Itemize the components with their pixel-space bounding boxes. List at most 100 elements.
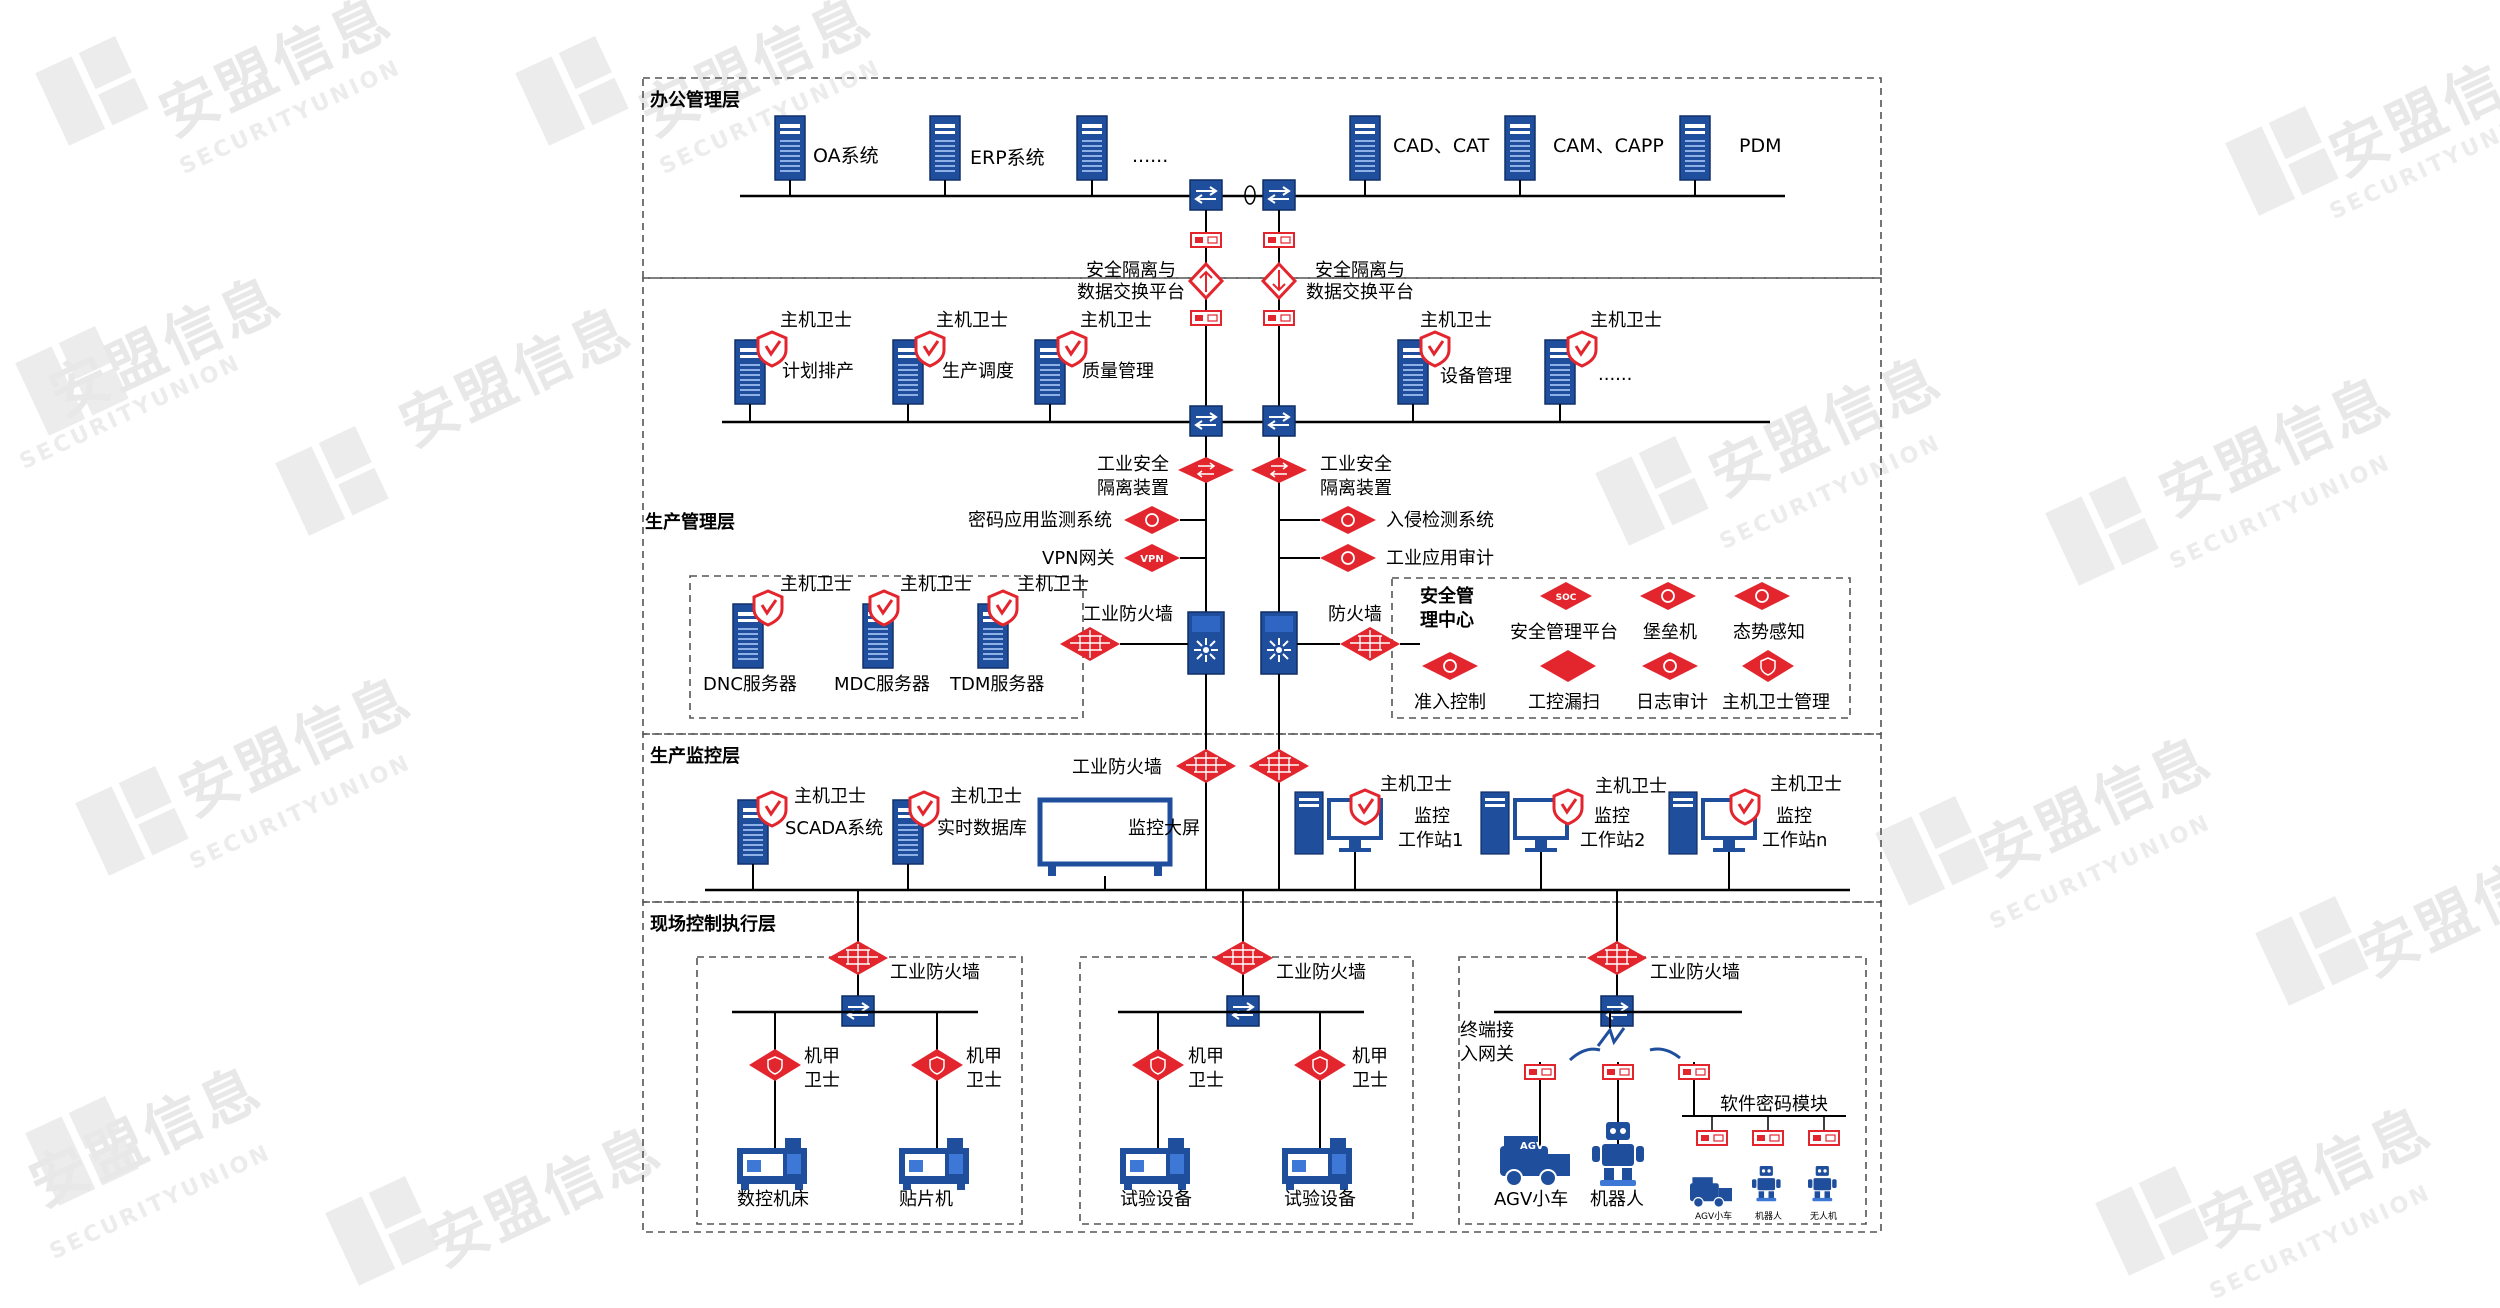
host-guard-shield-icon xyxy=(756,790,788,828)
agv-icon: AGV xyxy=(1499,1135,1571,1187)
smt-machine-icon xyxy=(899,1138,969,1190)
host-guard-label: 主机卫士 xyxy=(950,786,1022,807)
dnc-label: DNC服务器 xyxy=(703,674,797,695)
armor-guard-icon xyxy=(1131,1048,1185,1082)
wireless-signal-icon xyxy=(1568,1026,1681,1062)
situation-icon xyxy=(1733,581,1791,611)
prod-more-label: ...... xyxy=(1598,364,1632,385)
drone-small-icon xyxy=(1808,1166,1837,1202)
layer-title-production-mgmt: 生产管理层 xyxy=(645,511,735,533)
wsn-label: 工作站n xyxy=(1762,830,1827,851)
host-guard-label: 主机卫士 xyxy=(780,574,852,595)
tdm-label: TDM服务器 xyxy=(949,674,1044,695)
field-firewall-1-icon xyxy=(827,940,889,976)
armor-label-1: 机甲 xyxy=(804,1046,840,1067)
isolation-left-label-2: 隔离装置 xyxy=(1097,478,1169,499)
office-switch-right-icon xyxy=(1262,179,1296,211)
gap-module-icon xyxy=(1263,310,1295,326)
smt-label: 贴片机 xyxy=(899,1189,953,1210)
terminal-gateway-label-2: 入网关 xyxy=(1460,1044,1514,1065)
wsn-monitor-label: 监控 xyxy=(1776,806,1812,827)
intrusion-label: 入侵检测系统 xyxy=(1386,510,1494,531)
armor-label-2: 卫士 xyxy=(804,1070,840,1091)
test-equipment-1-label: 试验设备 xyxy=(1120,1189,1192,1210)
cnc-machine-icon xyxy=(737,1138,807,1190)
armor-label-2: 卫士 xyxy=(1352,1070,1388,1091)
host-guard-label: 主机卫士 xyxy=(1770,774,1842,795)
armor-label-1: 机甲 xyxy=(1352,1046,1388,1067)
terminal-gateway-label-1: 终端接 xyxy=(1460,1020,1514,1041)
field-cell-3-frame xyxy=(1458,956,1867,1225)
host-guard-label: 主机卫士 xyxy=(1420,310,1492,331)
log-audit-icon xyxy=(1641,651,1699,681)
industrial-firewall-label: 工业防火墙 xyxy=(1083,604,1173,625)
prod-switch-left-icon xyxy=(1189,405,1223,437)
robot-small-label: 机器人 xyxy=(1755,1210,1782,1222)
server-icon xyxy=(1504,115,1536,181)
industrial-audit-label: 工业应用审计 xyxy=(1386,548,1494,569)
host-guard-label: 主机卫士 xyxy=(1595,776,1667,797)
host-guard-label: 主机卫士 xyxy=(780,310,852,331)
gap-left-label-2: 数据交换平台 xyxy=(1077,282,1185,303)
guard-mgmt-icon xyxy=(1741,649,1795,683)
office-switch-left-icon xyxy=(1189,179,1223,211)
server-icon xyxy=(929,115,961,181)
industrial-audit-icon xyxy=(1319,543,1377,573)
guard-mgmt-label: 主机卫士管理 xyxy=(1722,692,1830,713)
access-control-label: 准入控制 xyxy=(1414,692,1486,713)
gap-right-label-2: 数据交换平台 xyxy=(1306,282,1414,303)
production-monitor-layer-frame xyxy=(642,733,1882,903)
host-guard-shield-icon xyxy=(914,330,946,368)
server-icon xyxy=(1679,115,1711,181)
host-guard-shield-icon xyxy=(1419,330,1451,368)
gap-right-label-1: 安全隔离与 xyxy=(1315,260,1405,281)
ws1-monitor-label: 监控 xyxy=(1414,806,1450,827)
bastion-icon xyxy=(1639,581,1697,611)
isolation-device-right-icon xyxy=(1250,456,1308,484)
host-guard-shield-icon xyxy=(752,589,784,627)
host-guard-label: 主机卫士 xyxy=(1017,574,1089,595)
cad-label: CAD、CAT xyxy=(1393,135,1490,157)
erp-system-label: ERP系统 xyxy=(970,147,1045,169)
drone-small-label: 无人机 xyxy=(1810,1210,1837,1222)
soc-frame xyxy=(1391,577,1851,719)
host-guard-shield-icon xyxy=(868,589,900,627)
access-control-icon xyxy=(1421,651,1479,681)
crypto-monitor-label: 密码应用监测系统 xyxy=(968,510,1112,531)
armor-label-2: 卫士 xyxy=(1188,1070,1224,1091)
agv-label: AGV小车 xyxy=(1494,1189,1568,1210)
gap-module-icon xyxy=(1190,232,1222,248)
gap-module-icon xyxy=(1190,310,1222,326)
soc-title-2: 理中心 xyxy=(1420,609,1474,631)
layer-frames xyxy=(642,77,1882,1233)
gap-module-icon xyxy=(1263,232,1295,248)
host-guard-label: 主机卫士 xyxy=(794,786,866,807)
plan-label: 计划排产 xyxy=(782,361,854,382)
host-guard-shield-icon xyxy=(1729,788,1761,826)
soft-crypto-module-icon xyxy=(1696,1130,1728,1146)
soc-title-1: 安全管 xyxy=(1420,585,1474,607)
soft-crypto-module-icon xyxy=(1808,1130,1840,1146)
monitor-industrial-firewall-label: 工业防火墙 xyxy=(1072,757,1162,778)
oa-system-label: OA系统 xyxy=(813,145,879,167)
equip-label: 设备管理 xyxy=(1440,366,1512,387)
robot-icon xyxy=(1592,1122,1644,1186)
server-group-frame xyxy=(689,575,1084,719)
prod-servers xyxy=(734,330,1598,422)
link-aggregation-icon xyxy=(1244,185,1256,205)
soc-platform-label: 安全管理平台 xyxy=(1510,622,1618,643)
agv-small-icon xyxy=(1689,1176,1733,1208)
rtdb-label: 实时数据库 xyxy=(937,818,1027,839)
field-layer-frame xyxy=(642,901,1882,1233)
terminal-gateway-icon xyxy=(1524,1064,1556,1080)
robot-label: 机器人 xyxy=(1590,1189,1644,1210)
armor-guard-icon xyxy=(910,1048,964,1082)
ws2-label: 工作站2 xyxy=(1580,830,1645,851)
server-icon xyxy=(1349,115,1381,181)
robot-small-icon xyxy=(1752,1166,1781,1202)
host-guard-label: 主机卫士 xyxy=(1380,774,1452,795)
host-guard-shield-icon xyxy=(1566,330,1598,368)
isolation-right-label-1: 工业安全 xyxy=(1320,454,1392,475)
vuln-scan-label: 工控漏扫 xyxy=(1528,692,1600,713)
